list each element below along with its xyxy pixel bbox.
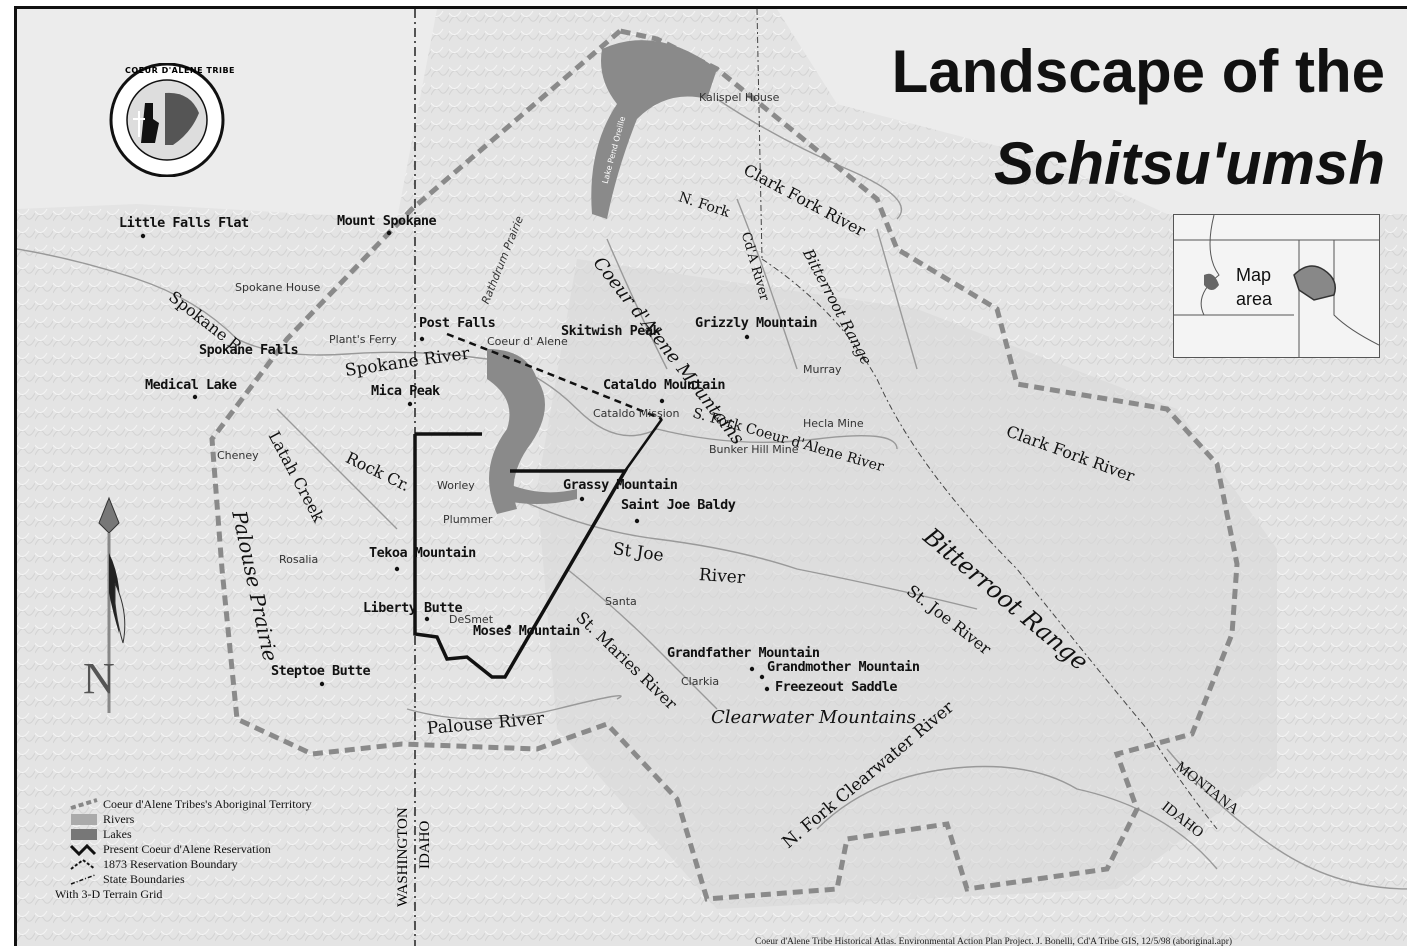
map-drawing bbox=[17, 9, 1407, 946]
lake-pend-oreille bbox=[591, 40, 717, 219]
rivers bbox=[17, 98, 1407, 890]
reservation-line-icon bbox=[69, 843, 99, 857]
reservation-1873-icon bbox=[69, 858, 99, 871]
label-plants-ferry: Plant's Ferry bbox=[329, 333, 397, 346]
legend-row-1873: 1873 Reservation Boundary bbox=[69, 857, 312, 872]
label-steptoe-butte: Steptoe Butte bbox=[271, 663, 371, 679]
state-boundary-id-mt bbox=[761, 258, 1218, 830]
legend-row-lakes: Lakes bbox=[69, 827, 312, 842]
label-clarkia: Clarkia bbox=[681, 675, 720, 688]
inset-label-area: area bbox=[1236, 289, 1273, 309]
arrowhead-feather-icon bbox=[98, 496, 126, 713]
label-freezeout-saddle: Freezeout Saddle bbox=[775, 679, 898, 695]
legend-label-rivers: Rivers bbox=[103, 812, 135, 826]
label-cataldo-mountain: Cataldo Mountain bbox=[603, 377, 726, 393]
map-frame: COEUR D'ALENE TRIBE Landscape of the Sch… bbox=[14, 6, 1407, 946]
legend-label-reservation: Present Coeur d'Alene Reservation bbox=[103, 842, 271, 856]
legend-label-lakes: Lakes bbox=[103, 827, 132, 841]
legend-row-state: State Boundaries bbox=[69, 872, 312, 887]
label-post-falls: Post Falls bbox=[419, 315, 496, 331]
label-mica-peak: Mica Peak bbox=[371, 383, 440, 399]
river-swatch-icon bbox=[69, 813, 99, 826]
dashed-territory-icon bbox=[69, 798, 99, 811]
label-skitwish-peak: Skitwish Peak bbox=[561, 323, 661, 339]
label-bunker-hill-mine: Bunker Hill Mine bbox=[709, 443, 799, 456]
map-credit: Coeur d'Alene Tribe Historical Atlas. En… bbox=[755, 937, 1233, 946]
label-washington: WASHINGTON bbox=[395, 807, 411, 907]
label-cataldo-mission: Cataldo Mission bbox=[593, 407, 680, 420]
label-santa: Santa bbox=[605, 595, 637, 608]
lake-swatch-icon bbox=[69, 828, 99, 841]
label-worley: Worley bbox=[437, 479, 475, 492]
label-saint-joe-baldy: Saint Joe Baldy bbox=[621, 497, 736, 513]
inset-map: Map area bbox=[1173, 214, 1380, 358]
label-liberty-butte: Liberty Butte bbox=[363, 600, 463, 616]
lake-coeur-dalene bbox=[487, 349, 545, 514]
label-kalispel-house: Kalispel House bbox=[699, 91, 780, 104]
label-coeur-d-alene: Coeur d' Alene bbox=[487, 335, 568, 348]
lake-chatcolet bbox=[497, 479, 577, 504]
present-reservation-boundary bbox=[413, 432, 629, 679]
tribal-seal: COEUR D'ALENE TRIBE bbox=[95, 62, 239, 178]
reservation-1873-boundary bbox=[446, 332, 663, 421]
label-moses-mountain: Moses Mountain bbox=[473, 623, 580, 639]
seal-text: COEUR D'ALENE TRIBE bbox=[125, 66, 236, 75]
relief-east bbox=[537, 259, 1277, 909]
legend-row-rivers: Rivers bbox=[69, 812, 312, 827]
north-arrow: N bbox=[79, 493, 139, 723]
tribal-seal-icon bbox=[109, 62, 225, 178]
label-murray: Murray bbox=[803, 363, 842, 376]
label-rosalia: Rosalia bbox=[279, 553, 319, 566]
label-medical-lake: Medical Lake bbox=[145, 377, 237, 393]
legend-label-territory: Coeur d'Alene Tribes's Aboriginal Territ… bbox=[103, 797, 312, 811]
label-spokane-house: Spokane House bbox=[235, 281, 321, 294]
map-title-line1: Landscape of the bbox=[891, 38, 1385, 105]
reservation-northeast-edge bbox=[623, 418, 664, 472]
label-little-falls-flat: Little Falls Flat bbox=[119, 215, 249, 231]
label-tekoa-mountain: Tekoa Mountain bbox=[369, 545, 476, 561]
map-title-line2: Schitsu'umsh bbox=[994, 130, 1385, 197]
label-cheney: Cheney bbox=[217, 449, 259, 462]
legend-label-terrain: With 3-D Terrain Grid bbox=[55, 887, 163, 901]
legend-label-state: State Boundaries bbox=[103, 872, 185, 886]
label-grassy-mountain: Grassy Mountain bbox=[563, 477, 678, 493]
legend-label-1873: 1873 Reservation Boundary bbox=[103, 857, 238, 871]
label-mount-spokane: Mount Spokane bbox=[337, 213, 437, 229]
north-label: N bbox=[83, 654, 115, 703]
label-grizzly-mountain: Grizzly Mountain bbox=[695, 315, 818, 331]
label-idaho-left: IDAHO bbox=[417, 820, 433, 869]
legend-row-terrain: With 3-D Terrain Grid bbox=[55, 887, 312, 902]
label-clearwater-mountains: Clearwater Mountains bbox=[711, 707, 916, 728]
place-markers bbox=[140, 230, 770, 692]
inset-label-map: Map bbox=[1236, 265, 1272, 285]
label-spokane-falls: Spokane Falls bbox=[199, 342, 299, 358]
label-grandfather-mountain: Grandfather Mountain bbox=[667, 645, 820, 661]
legend-row-territory: Coeur d'Alene Tribes's Aboriginal Territ… bbox=[69, 797, 312, 812]
label-hecla-mine: Hecla Mine bbox=[803, 417, 864, 430]
label-river: River bbox=[698, 565, 746, 589]
label-plummer: Plummer bbox=[443, 513, 493, 526]
legend-row-reservation: Present Coeur d'Alene Reservation bbox=[69, 842, 312, 857]
inset-outline bbox=[1174, 214, 1380, 357]
label-grandmother-mountain: Grandmother Mountain bbox=[767, 659, 920, 675]
state-boundary-icon bbox=[69, 873, 99, 886]
legend: Coeur d'Alene Tribes's Aboriginal Territ… bbox=[55, 797, 312, 902]
label-desmet: DeSmet bbox=[449, 613, 494, 626]
